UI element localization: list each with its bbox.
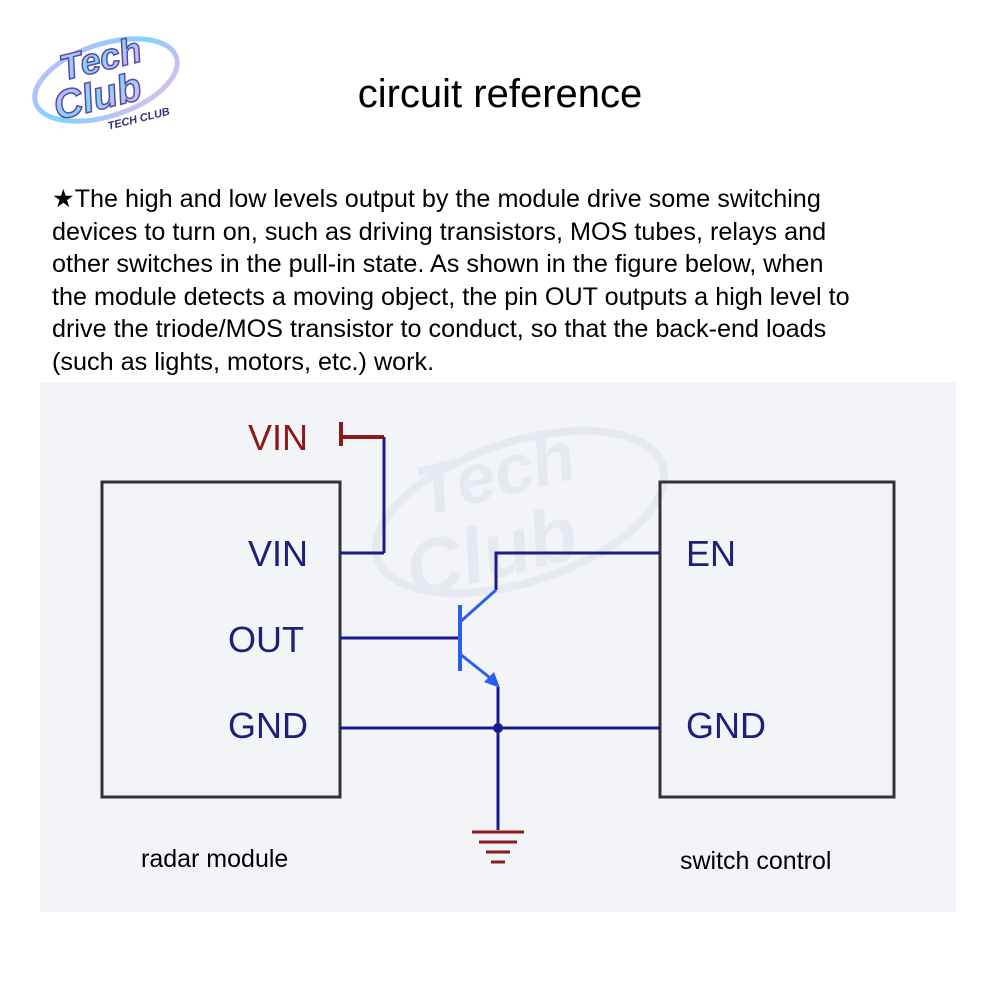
wire-en-to-collector [494, 551, 660, 590]
supply-vin-label: VIN [248, 417, 308, 458]
pin-label-out: OUT [228, 619, 304, 660]
description-line: drive the triode/MOS transistor to condu… [52, 315, 827, 343]
switch-control-caption: switch control [680, 847, 831, 875]
description-line: other switches in the pull-in state. As … [52, 250, 824, 278]
pin-label-en: EN [686, 533, 736, 574]
description-line: (such as lights, motors, etc.) work. [52, 347, 435, 376]
vin-supply-symbol [339, 422, 384, 446]
tech-club-logo: Tech Club TECH CLUB [22, 18, 190, 136]
pin-label-vin: VIN [248, 533, 308, 574]
switch-control-box [658, 480, 896, 799]
npn-transistor-symbol [458, 588, 500, 688]
page-title: circuit reference [357, 72, 643, 116]
junction-dot [493, 723, 503, 733]
description-line: the module detects a moving object, the … [52, 282, 850, 311]
description-line: ★The high and low levels output by the m… [52, 185, 821, 213]
pin-label-switch-gnd: GND [686, 705, 766, 746]
radar-module-caption: radar module [141, 845, 288, 873]
ground-symbol [472, 830, 524, 864]
description-paragraph: ★The high and low levels output by the m… [52, 183, 972, 378]
description-line: devices to turn on, such as driving tran… [52, 217, 827, 246]
circuit-diagram: Tech Club VIN VIN OUT GND EN GND [40, 382, 956, 912]
pin-label-gnd: GND [228, 705, 308, 746]
